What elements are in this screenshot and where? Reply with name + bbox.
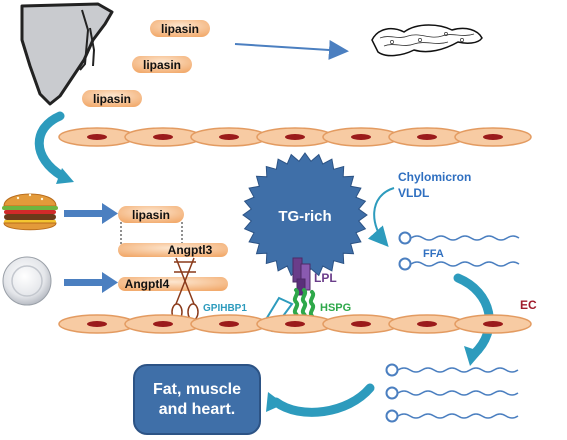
- hspg-label: HSPG: [320, 302, 351, 314]
- ffa-molecule: [385, 363, 519, 377]
- gpihbp1-label: GPIHBP1: [203, 303, 247, 314]
- pancreas-icon: [371, 24, 483, 57]
- ffa-molecule: [385, 386, 519, 400]
- curved-arrow-ffa: [453, 273, 494, 359]
- chylomicron-label: Chylomicron: [398, 170, 471, 184]
- target-tissue-line2: and heart.: [158, 400, 236, 418]
- arrow-burger: [64, 203, 118, 224]
- arrow-plate: [64, 272, 118, 293]
- ffa-molecule: [398, 231, 520, 245]
- curved-arrow-ffa-head: [464, 346, 482, 366]
- angptl4-pill: Angptl4: [118, 277, 228, 291]
- lipasin-label: lipasin: [93, 92, 131, 106]
- lipasin-label: lipasin: [161, 22, 199, 36]
- lipasin-pill-1: lipasin: [150, 20, 210, 37]
- curved-arrow-tissue: [271, 383, 375, 417]
- lpl-label: LPL: [314, 271, 337, 285]
- lipasin-label: lipasin: [132, 208, 170, 222]
- vldl-label: VLDL: [398, 186, 429, 200]
- angptl3-pill: Angptl3: [118, 243, 228, 257]
- empty-plate-icon: [2, 256, 52, 306]
- svg-text:Angptl3: Angptl3: [168, 243, 213, 257]
- lipasin-pill-3: lipasin: [82, 90, 142, 107]
- bottom-vessel: [58, 314, 532, 334]
- lipolysis-arrow: [367, 187, 395, 247]
- lipasin-label: lipasin: [143, 58, 181, 72]
- burger-icon: [2, 193, 58, 231]
- lipasin-pill-4: lipasin: [118, 206, 184, 223]
- curved-arrow-tissue-head: [266, 392, 284, 412]
- curved-arrow-liver-head: [56, 168, 74, 184]
- ffa-label: FFA: [423, 248, 444, 260]
- top-vessel: [58, 127, 532, 147]
- curved-arrow-liver: [34, 111, 67, 181]
- tg-rich-label: TG-rich: [278, 208, 331, 225]
- ffa-molecule: [385, 409, 519, 423]
- lipasin-pill-2: lipasin: [132, 56, 192, 73]
- svg-text:Angptl4: Angptl4: [125, 277, 170, 291]
- ec-label: EC: [520, 298, 537, 312]
- ffa-molecule: [398, 257, 520, 271]
- arrow-to-pancreas: [234, 40, 349, 60]
- liver-icon: [20, 2, 114, 106]
- target-tissue-line1: Fat, muscle: [152, 380, 242, 398]
- target-tissue-box: Fat, muscle and heart.: [133, 364, 261, 435]
